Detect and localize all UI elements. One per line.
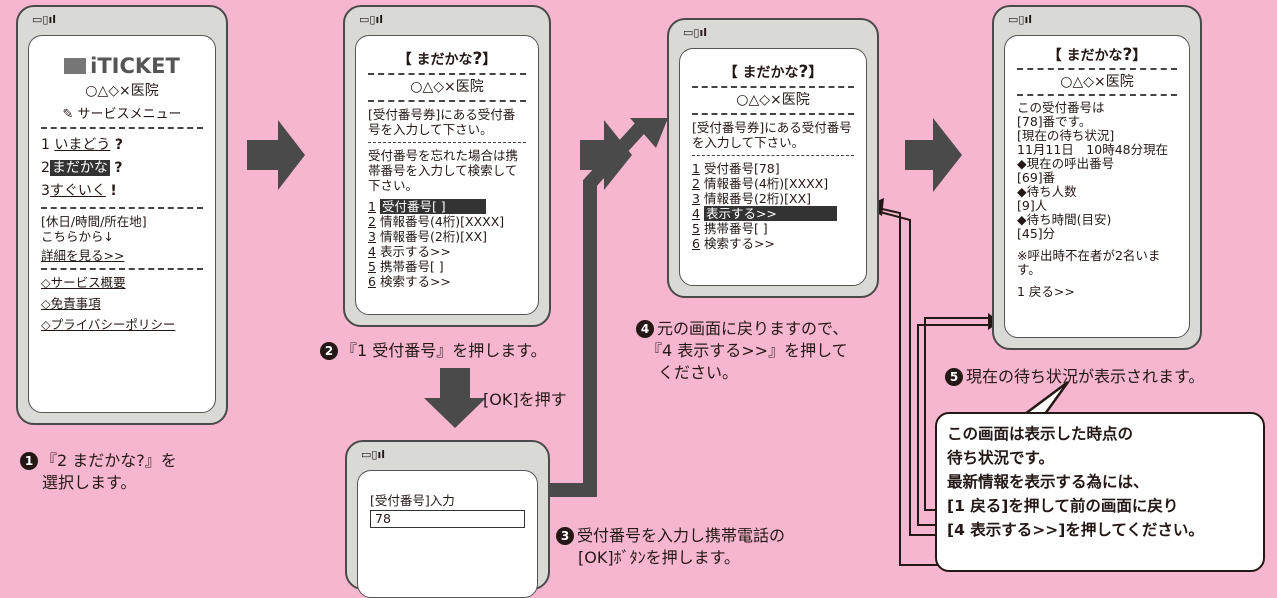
phone-screen-1: ▭▯ıl iTICKET ○△◇×医院 ✎ サービスメニュー 1 いまどう ? … xyxy=(16,5,228,425)
clinic-name: ○△◇×医院 xyxy=(410,79,484,95)
menu-display[interactable]: 4 表示する>> xyxy=(368,244,451,259)
instruction-2: 受付番号を忘れた場合は携帯番号を入力して検索して下さい。 xyxy=(368,148,519,193)
menu-info-4[interactable]: 2 情報番号(4桁)[XXXX] xyxy=(368,214,505,229)
menu-receipt-number[interactable]: 1 受付番号[ ] xyxy=(368,199,526,214)
info-text-2: こちらから↓ xyxy=(41,229,114,244)
logo-icon xyxy=(64,58,87,74)
status-line-7: [9]人 xyxy=(1017,198,1048,213)
menu-mobile-number[interactable]: 5 携帯番号[ ] xyxy=(368,259,444,274)
menu-mobile-number[interactable]: 5 携帯番号[ ] xyxy=(692,221,768,236)
battery-signal-icon: ▭▯ıl xyxy=(361,448,385,461)
menu-search[interactable]: 6 検索する>> xyxy=(368,274,451,289)
screen-title: 【 まだかな?】 xyxy=(1047,45,1147,65)
service-menu-title: ✎ サービスメニュー xyxy=(62,107,182,122)
menu-search[interactable]: 6 検索する>> xyxy=(692,236,775,251)
phone-input-screen: ▭▯ıl [受付番号]入力 78 xyxy=(345,440,550,598)
screen-title: 【 まだかな?】 xyxy=(723,62,823,82)
caption-step-1: 1『2 まだかな?』を 選択します。 xyxy=(20,450,177,494)
menu-info-2[interactable]: 3 情報番号(2桁)[XX] xyxy=(692,191,812,206)
menu-item-imadou[interactable]: 1 いまどう ? xyxy=(41,137,123,153)
flow-line-input-to-phone3 xyxy=(540,123,646,497)
clinic-name: ○△◇×医院 xyxy=(736,92,810,108)
receipt-number-input[interactable]: 78 xyxy=(370,510,525,528)
link-privacy-policy[interactable]: ◇プライバシーポリシー xyxy=(41,317,176,332)
arrow-down xyxy=(424,368,486,428)
link-disclaimer[interactable]: ◇免責事項 xyxy=(41,296,101,311)
menu-item-suguiku[interactable]: 3すぐいく ! xyxy=(41,183,117,199)
app-logo: iTICKET xyxy=(41,56,203,77)
return-line xyxy=(879,211,940,536)
status-line-2: [現在の待ち状況] xyxy=(1017,128,1115,143)
detail-link[interactable]: 詳細を見る>> xyxy=(41,248,125,263)
back-link[interactable]: 1 戻る>> xyxy=(1017,284,1075,299)
menu-display[interactable]: 4 表示する>> xyxy=(692,206,854,221)
battery-signal-icon: ▭▯ıl xyxy=(683,26,707,39)
caption-ok: [OK]を押す xyxy=(483,390,567,409)
status-line-4: ◆現在の呼出番号 xyxy=(1017,156,1115,171)
clinic-name: ○△◇×医院 xyxy=(1060,74,1134,90)
flow-arrows xyxy=(247,118,1070,566)
caption-step-2: 2『1 受付番号』を押します。 xyxy=(320,340,547,362)
instruction-1: [受付番号券]にある受付番号を入力して下さい。 xyxy=(692,120,852,150)
back-line xyxy=(924,317,992,511)
instruction-1: [受付番号券]にある受付番号を入力して下さい。 xyxy=(368,107,516,137)
phone-screen-2: ▭▯ıl 【 まだかな?】 ○△◇×医院 [受付番号券]にある受付番号を入力して… xyxy=(343,5,551,327)
status-line-1: [78]番です。 xyxy=(1017,114,1092,129)
callout-note: この画面は表示した時点の 待ち状況です。 最新情報を表示する為には、 [1 戻る… xyxy=(935,412,1265,572)
clinic-name: ○△◇×医院 xyxy=(85,83,159,99)
input-label: [受付番号]入力 xyxy=(370,493,455,508)
battery-signal-icon: ▭▯ıl xyxy=(1008,13,1032,26)
info-text: [休日/時間/所在地] xyxy=(41,214,147,229)
link-service-overview[interactable]: ◇サービス概要 xyxy=(41,275,126,290)
phone-screen-3: ▭▯ıl 【 まだかな?】 ○△◇×医院 [受付番号券]にある受付番号を入力して… xyxy=(667,18,879,298)
battery-signal-icon: ▭▯ıl xyxy=(359,13,383,26)
status-line-9: [45]分 xyxy=(1017,226,1056,241)
status-line-8: ◆待ち時間(目安) xyxy=(1017,212,1112,227)
battery-signal-icon: ▭▯ıl xyxy=(32,13,56,26)
absence-note: ※呼出時不在者が2名います。 xyxy=(1017,248,1161,277)
screen-title: 【 まだかな?】 xyxy=(397,49,497,69)
arrow-right-1 xyxy=(247,120,305,190)
menu-info-4[interactable]: 2 情報番号(4桁)[XXXX] xyxy=(692,176,829,191)
status-line-0: この受付番号は xyxy=(1017,100,1105,115)
pen-icon: ✎ xyxy=(62,107,74,122)
status-line-6: ◆待ち人数 xyxy=(1017,184,1077,199)
menu-info-2[interactable]: 3 情報番号(2桁)[XX] xyxy=(368,229,488,244)
status-line-5: [69]番 xyxy=(1017,170,1056,185)
phone-screen-4: ▭▯ıl 【 まだかな?】 ○△◇×医院 この受付番号は [78]番です。 [現… xyxy=(992,5,1202,350)
arrow-right-3 xyxy=(905,118,962,192)
status-line-3: 11月11日 10時48分現在 xyxy=(1017,142,1169,157)
menu-receipt-number[interactable]: 1 受付番号[78] xyxy=(692,161,780,176)
